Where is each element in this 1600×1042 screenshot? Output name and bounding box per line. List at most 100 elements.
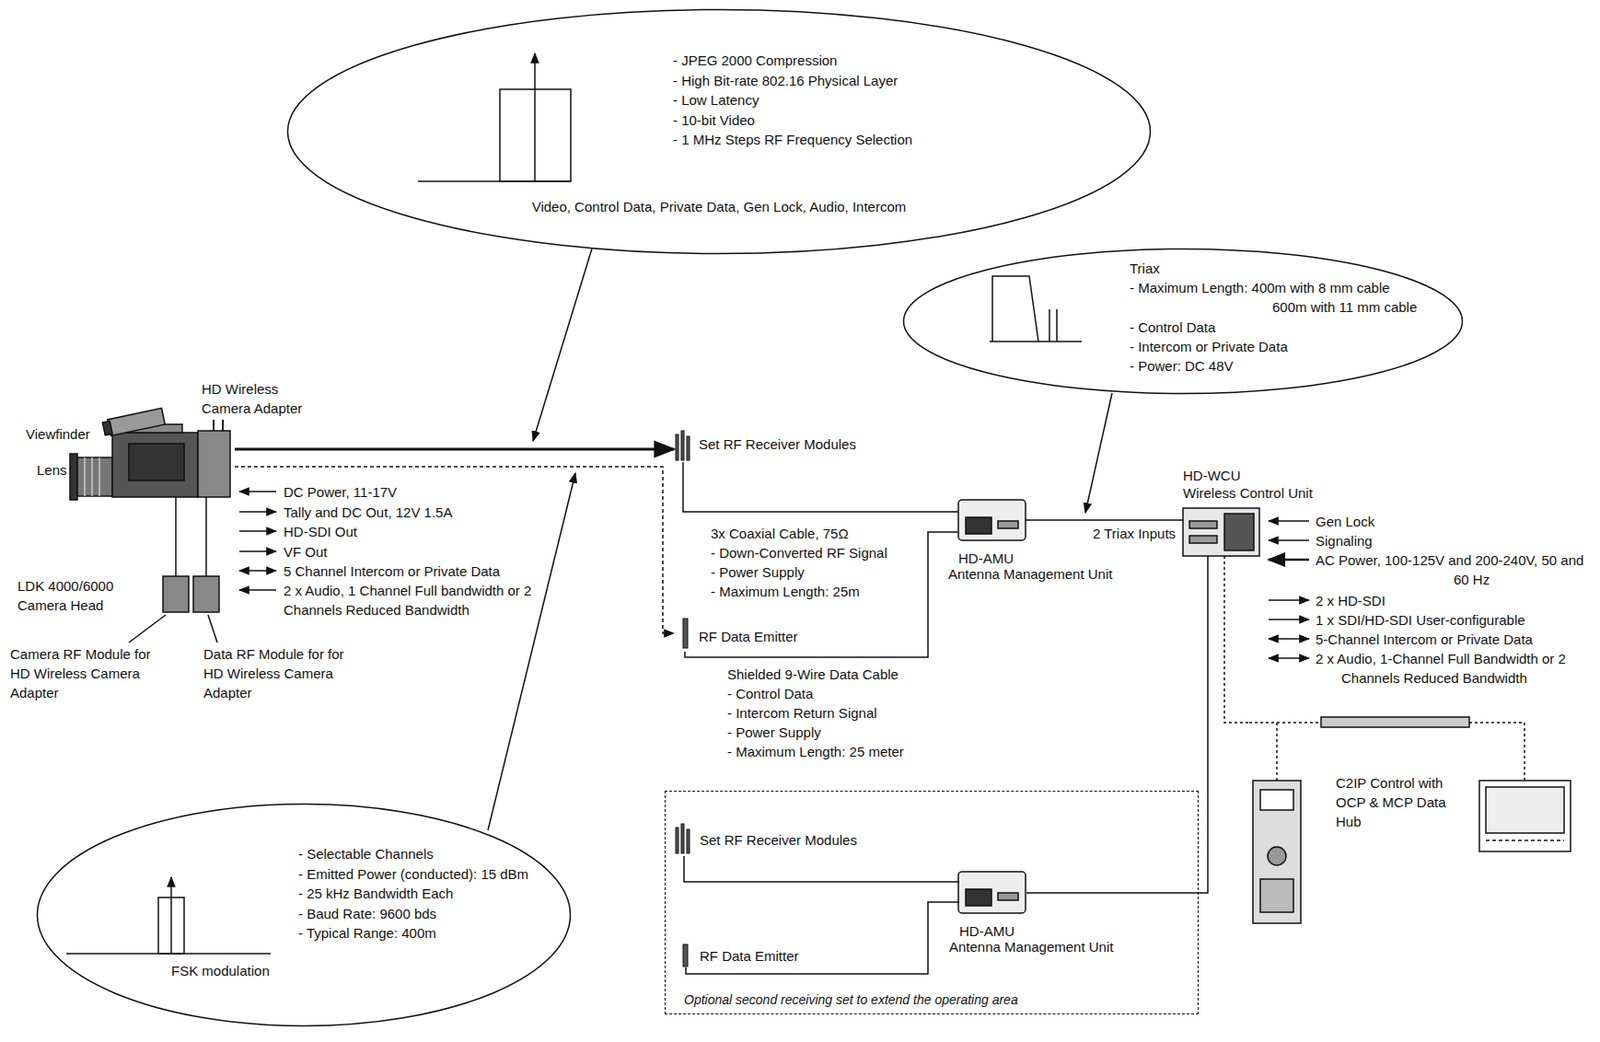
antenna-icon — [683, 944, 688, 967]
cable-connector — [234, 448, 674, 452]
signal-arrow — [239, 490, 277, 493]
signal-arrow — [1268, 657, 1310, 660]
camera-illustration — [128, 443, 185, 481]
callout-ellipse: Triax- Maximum Length: 400m with 8 mm ca… — [902, 247, 1464, 395]
signal-name: 2 x HD-SDI — [1315, 591, 1386, 611]
receiver-modules: Set RF Receiver Modules — [673, 430, 862, 463]
camera-head: LDK 4000/6000 Camera Head — [55, 409, 235, 502]
cable-note: 3x Coaxial Cable, 75Ω — [710, 523, 849, 544]
signal-arrow — [1268, 599, 1310, 602]
signal-arrow — [239, 550, 277, 553]
signal-name: DC Power, 11-17V — [283, 482, 397, 502]
camera-illustration — [84, 457, 100, 497]
cable-note: - Power Supply — [727, 722, 822, 743]
cable-connector — [1025, 519, 1183, 522]
unit-box — [997, 521, 1019, 529]
node-text: - Power: DC 48V — [1129, 356, 1234, 376]
cable-note: - Power Supply — [710, 562, 805, 582]
node-text: - Maximum Length: 400m with 8 mm cable — [1129, 278, 1391, 298]
camera-illustration — [77, 457, 113, 497]
node-text: Set RF Receiver Modules — [699, 830, 858, 850]
camera-illustration — [107, 407, 165, 436]
unit-box — [958, 499, 1026, 541]
cable-connector — [1026, 556, 1208, 893]
cable-connector — [1224, 556, 1250, 723]
antenna-unit: HD-AMUAntenna Management Unit — [958, 499, 1026, 541]
cable-connector — [684, 532, 959, 658]
control-panels — [1249, 717, 1571, 924]
node-text: C2IP Control with OCP & MCP Data Hub — [1335, 773, 1449, 832]
signal-name: Tally and DC Out, 12V 1.5A — [283, 502, 453, 522]
unit-box — [1189, 521, 1218, 529]
cable-connector — [684, 856, 960, 882]
part-label: HD Wireless Camera Adapter — [201, 379, 322, 418]
signal-arrow — [239, 491, 1310, 659]
node-text: Wireless Control Unit — [1182, 485, 1313, 501]
callout-leader — [1085, 393, 1113, 513]
callout-ellipse: - JPEG 2000 Compression- High Bit-rate 8… — [286, 8, 1152, 256]
control-panels — [1485, 787, 1565, 834]
node-text: - Selectable Channels — [298, 844, 434, 864]
camera-illustration — [102, 407, 165, 437]
signal-arrow — [239, 589, 277, 592]
spectrum-graphic — [66, 53, 1082, 954]
node-text: - JPEG 2000 Compression — [672, 50, 837, 70]
signal-arrow — [1268, 520, 1310, 522]
camera-illustration — [102, 420, 113, 435]
control-panel-group: C2IP Control with OCP & MCP Data Hub — [1249, 713, 1577, 928]
node-title: HD-AMU — [958, 550, 1014, 567]
node-text: - Low Latency — [672, 90, 759, 110]
node-text: - High Bit-rate 802.16 Physical Layer — [672, 70, 898, 91]
camera-illustration — [128, 614, 218, 643]
antenna-icon — [675, 434, 679, 461]
cable-connector — [685, 902, 960, 974]
node-text: 600m with 11 mm cable — [1272, 297, 1417, 317]
cable-note: - Maximum Length: 25 meter — [727, 742, 905, 762]
signal-name: 1 x SDI/HD-SDI User-configurable — [1315, 610, 1526, 630]
node-text: - Intercom or Private Data — [1129, 336, 1288, 357]
unit-box — [1182, 508, 1260, 557]
node-text: RF Data Emitter — [699, 946, 800, 966]
rf-emitter: RF Data Emitter — [674, 945, 832, 968]
signal-arrow — [239, 569, 277, 572]
control-panels — [1249, 722, 1525, 781]
part-label: Lens — [36, 460, 68, 480]
node-text: - 10-bit Video — [672, 110, 755, 130]
control-panels — [1260, 879, 1294, 913]
ellipse-outline — [904, 249, 1463, 395]
ellipse-outline — [37, 804, 571, 1027]
receiver-modules: Set RF Receiver Modules — [674, 824, 863, 857]
node-text: LDK 4000/6000 Camera Head — [17, 576, 151, 615]
signal-arrow — [239, 530, 277, 533]
node-text: FSK modulation — [171, 961, 270, 981]
unit-box — [1224, 513, 1254, 551]
unit-box — [1189, 535, 1218, 544]
camera-illustration — [197, 430, 231, 498]
signal-arrow — [1268, 558, 1310, 562]
control-panels — [1321, 717, 1470, 728]
callout-leader — [487, 248, 1113, 831]
optional-group: Optional second receiving set to extend … — [664, 790, 1199, 1015]
control-unit: HD-WCUWireless Control Unit — [1182, 508, 1260, 557]
unit-box — [997, 892, 1019, 901]
unit-box — [958, 871, 1026, 914]
cable-note: Shielded 9-Wire Data Cable — [727, 664, 899, 685]
signal-arrow — [1268, 539, 1310, 542]
ellipse-outline — [288, 10, 1151, 255]
antenna-icon — [683, 618, 688, 649]
antenna-icon — [681, 430, 685, 461]
signal-arrow — [1268, 637, 1310, 640]
cable-note: - Maximum Length: 25m — [710, 581, 860, 602]
spectrum-graphic — [989, 276, 1082, 342]
cable-connector — [683, 462, 959, 512]
node-text: - Baud Rate: 9600 bds — [298, 904, 437, 924]
cable-note: - Intercom Return Signal — [727, 703, 878, 723]
connector-label: 2 Triax Inputs — [1090, 524, 1178, 543]
antenna-icon — [675, 827, 679, 854]
antenna-unit: HD-AMUAntenna Management Unit — [959, 872, 1027, 915]
camera-illustration — [162, 576, 189, 613]
rf-emitter: RF Data Emitter — [673, 614, 831, 652]
camera-illustration — [213, 419, 223, 431]
node-text: Optional second receiving set to extend … — [684, 990, 1019, 1010]
